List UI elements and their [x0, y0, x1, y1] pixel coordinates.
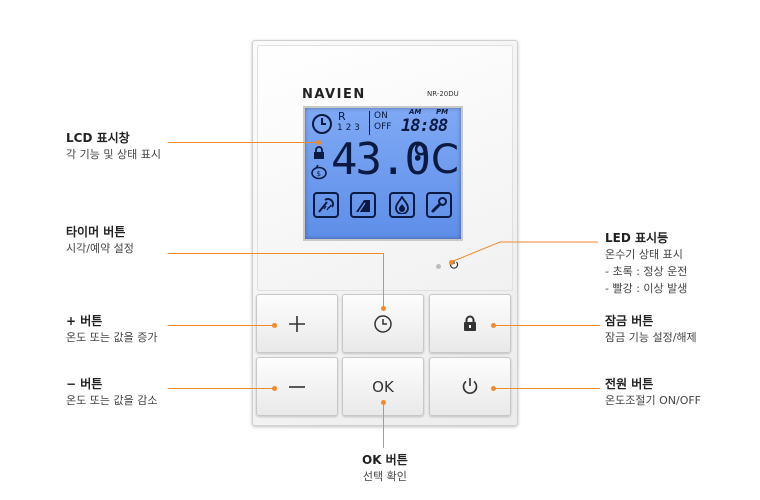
settings-mode-icon	[426, 192, 452, 218]
minus-icon	[289, 385, 305, 388]
lcd-am-label: AM	[409, 108, 422, 116]
leader-timer-v	[383, 253, 384, 309]
brand-logo: NAVIEN	[302, 87, 366, 102]
callout-led-title: LED 표시등	[605, 231, 669, 245]
callout-led-green: - 초록 : 정상 운전	[605, 265, 688, 278]
lock-icon	[464, 315, 476, 331]
callout-led: LED 표시등 온수기 상태 표시 - 초록 : 정상 운전 - 빨강 : 이상…	[605, 230, 687, 297]
leader-minus-dot	[272, 386, 277, 391]
flame-icon	[395, 196, 409, 214]
leader-led-dot	[449, 260, 454, 265]
callout-lcd-title: LCD 표시창	[66, 131, 130, 145]
leader-lock	[493, 325, 600, 326]
power-icon	[462, 378, 478, 394]
lcd-temperature-unit: °C	[411, 137, 459, 183]
callout-ok-title: OK 버튼	[362, 453, 408, 467]
callout-ok-desc: 선택 확인	[362, 470, 407, 483]
callout-lock: 잠금 버튼 잠금 기능 설정/해제	[605, 313, 697, 346]
minus-button[interactable]	[256, 357, 338, 416]
svg-text:$: $	[317, 170, 321, 178]
bath-icon	[356, 200, 370, 213]
leader-lock-dot	[491, 323, 496, 328]
callout-power-desc: 온도조절기 ON/OFF	[605, 394, 702, 407]
model-number: NR-20DU	[427, 90, 459, 98]
callout-power-title: 전원 버튼	[605, 377, 654, 391]
lcd-r-digits: 1 2 3	[337, 123, 360, 133]
callout-plus-title: + 버튼	[66, 314, 103, 328]
ok-button[interactable]: OK	[342, 357, 424, 416]
callout-minus-title: − 버튼	[66, 377, 103, 391]
callout-plus: + 버튼 온도 또는 값을 증가	[66, 313, 157, 346]
leader-timer-dot	[381, 306, 386, 311]
callout-plus-desc: 온도 또는 값을 증가	[66, 331, 158, 344]
callout-lock-desc: 잠금 기능 설정/해제	[605, 331, 697, 344]
thermostat-device: NAVIEN NR-20DU R 1 2 3 ON OFF AM PM 18:8…	[252, 40, 518, 426]
wrench-icon	[431, 197, 447, 213]
piggy-icon: $	[311, 164, 327, 180]
leader-ok	[383, 402, 384, 448]
shower-icon	[318, 198, 334, 213]
leader-power-dot	[491, 386, 496, 391]
power-button[interactable]	[429, 357, 511, 416]
lock-button[interactable]	[429, 294, 511, 353]
clock-icon	[312, 114, 332, 134]
callout-ok: OK 버튼 선택 확인	[362, 452, 408, 485]
plus-icon	[289, 315, 305, 332]
lcd-clock: 18:88	[401, 116, 448, 136]
lcd-pm-label: PM	[436, 108, 449, 116]
leader-ok-dot	[381, 400, 386, 405]
callout-lcd: LCD 표시창 각 기능 및 상태 표시	[66, 130, 161, 163]
callout-timer-desc: 시각/예약 설정	[66, 242, 134, 255]
callout-minus-desc: 온도 또는 값을 감소	[66, 394, 158, 407]
leader-lcd-dot	[316, 140, 321, 145]
leader-plus-dot	[272, 323, 277, 328]
flame-mode-icon	[389, 192, 415, 218]
status-led	[436, 264, 441, 269]
lcd-off-label: OFF	[374, 122, 392, 132]
leader-minus	[168, 388, 274, 389]
callout-lcd-desc: 각 기능 및 상태 표시	[66, 148, 161, 161]
leader-plus	[168, 325, 274, 326]
lcd-display: R 1 2 3 ON OFF AM PM 18:88 $ 43.0 °C	[303, 106, 463, 241]
clock-icon	[374, 314, 392, 333]
leader-power	[493, 388, 600, 389]
callout-power: 전원 버튼 온도조절기 ON/OFF	[605, 376, 701, 409]
leader-timer-h	[168, 253, 383, 254]
lock-icon	[314, 146, 324, 159]
lcd-temperature: 43.0	[331, 134, 431, 185]
callout-minus: − 버튼 온도 또는 값을 감소	[66, 376, 157, 409]
bath-mode-icon	[350, 192, 376, 218]
plus-button[interactable]	[256, 294, 338, 353]
callout-led-red: - 빨강 : 이상 발생	[605, 282, 688, 295]
lcd-on-label: ON	[374, 111, 388, 121]
callout-led-desc: 온수기 상태 표시	[605, 248, 683, 261]
lcd-r-label: R	[338, 110, 346, 123]
leader-lcd	[168, 142, 318, 143]
shower-mode-icon	[313, 192, 339, 218]
ok-button-label: OK	[372, 377, 394, 396]
callout-lock-title: 잠금 버튼	[605, 314, 654, 328]
callout-timer-title: 타이머 버튼	[66, 225, 126, 239]
callout-timer: 타이머 버튼 시각/예약 설정	[66, 224, 134, 257]
lcd-divider	[369, 111, 370, 135]
